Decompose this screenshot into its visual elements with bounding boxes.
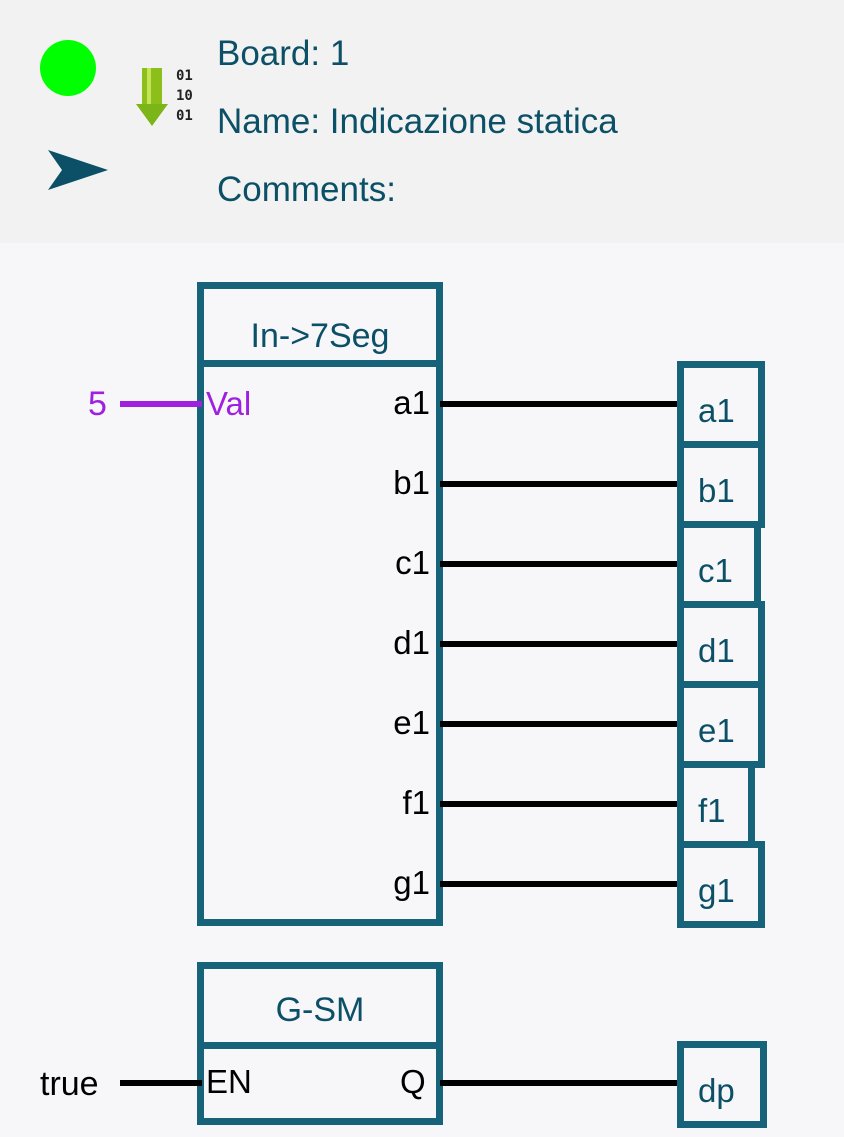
output-pin-d1: d1	[393, 624, 430, 661]
target-label: g1	[698, 872, 735, 909]
output-pin-f1: f1	[402, 784, 430, 821]
output-pin-b1: b1	[393, 464, 430, 501]
input-pin-val: Val	[206, 385, 252, 422]
svg-text:01: 01	[176, 108, 193, 124]
input-wire	[120, 1080, 202, 1086]
target-label: b1	[698, 472, 735, 509]
header-panel	[0, 0, 844, 243]
output-wire	[440, 561, 680, 567]
output-target-b1[interactable]: b1	[677, 441, 765, 528]
function-block-in-7seg[interactable]: In->7Seg	[197, 282, 443, 926]
download-binary-icon[interactable]: 01 10 01	[134, 64, 204, 130]
target-label: f1	[698, 792, 726, 829]
output-target-dp[interactable]: dp	[677, 1041, 767, 1128]
input-pin-en: EN	[206, 1063, 252, 1100]
output-pin-q: Q	[400, 1063, 426, 1100]
output-wire	[440, 1080, 680, 1086]
output-wire	[440, 881, 680, 887]
svg-text:10: 10	[176, 88, 193, 104]
board-label: Board: 1	[217, 34, 350, 73]
arrow-right-icon[interactable]	[47, 150, 109, 192]
target-label: e1	[698, 712, 735, 749]
output-wire	[440, 801, 680, 807]
block-divider	[204, 1042, 436, 1049]
output-pin-a1: a1	[393, 384, 430, 421]
input-value[interactable]: true	[40, 1065, 99, 1103]
output-wire	[440, 721, 680, 727]
output-target-f1[interactable]: f1	[677, 761, 755, 848]
comments-label: Comments:	[217, 170, 396, 209]
output-wire	[440, 401, 680, 407]
output-pin-c1: c1	[395, 544, 430, 581]
output-wire	[440, 481, 680, 487]
output-target-a1[interactable]: a1	[677, 361, 765, 448]
block-divider	[204, 360, 436, 367]
output-target-c1[interactable]: c1	[677, 521, 761, 608]
status-indicator-icon	[40, 40, 96, 96]
output-pin-e1: e1	[393, 704, 430, 741]
output-target-e1[interactable]: e1	[677, 681, 765, 768]
block-title: G-SM	[275, 991, 365, 1029]
output-target-d1[interactable]: d1	[677, 601, 765, 688]
svg-text:01: 01	[176, 68, 193, 84]
target-label: c1	[698, 552, 733, 589]
target-label: dp	[698, 1072, 735, 1109]
input-value[interactable]: 5	[88, 385, 107, 423]
output-pin-g1: g1	[393, 864, 430, 901]
target-label: a1	[698, 392, 735, 429]
output-wire	[440, 641, 680, 647]
output-target-g1[interactable]: g1	[677, 841, 765, 928]
name-label: Name: Indicazione statica	[217, 102, 618, 141]
target-label: d1	[698, 632, 735, 669]
block-title: In->7Seg	[250, 317, 390, 355]
input-wire	[120, 401, 202, 407]
function-block-g-sm[interactable]: G-SM	[197, 962, 443, 1125]
